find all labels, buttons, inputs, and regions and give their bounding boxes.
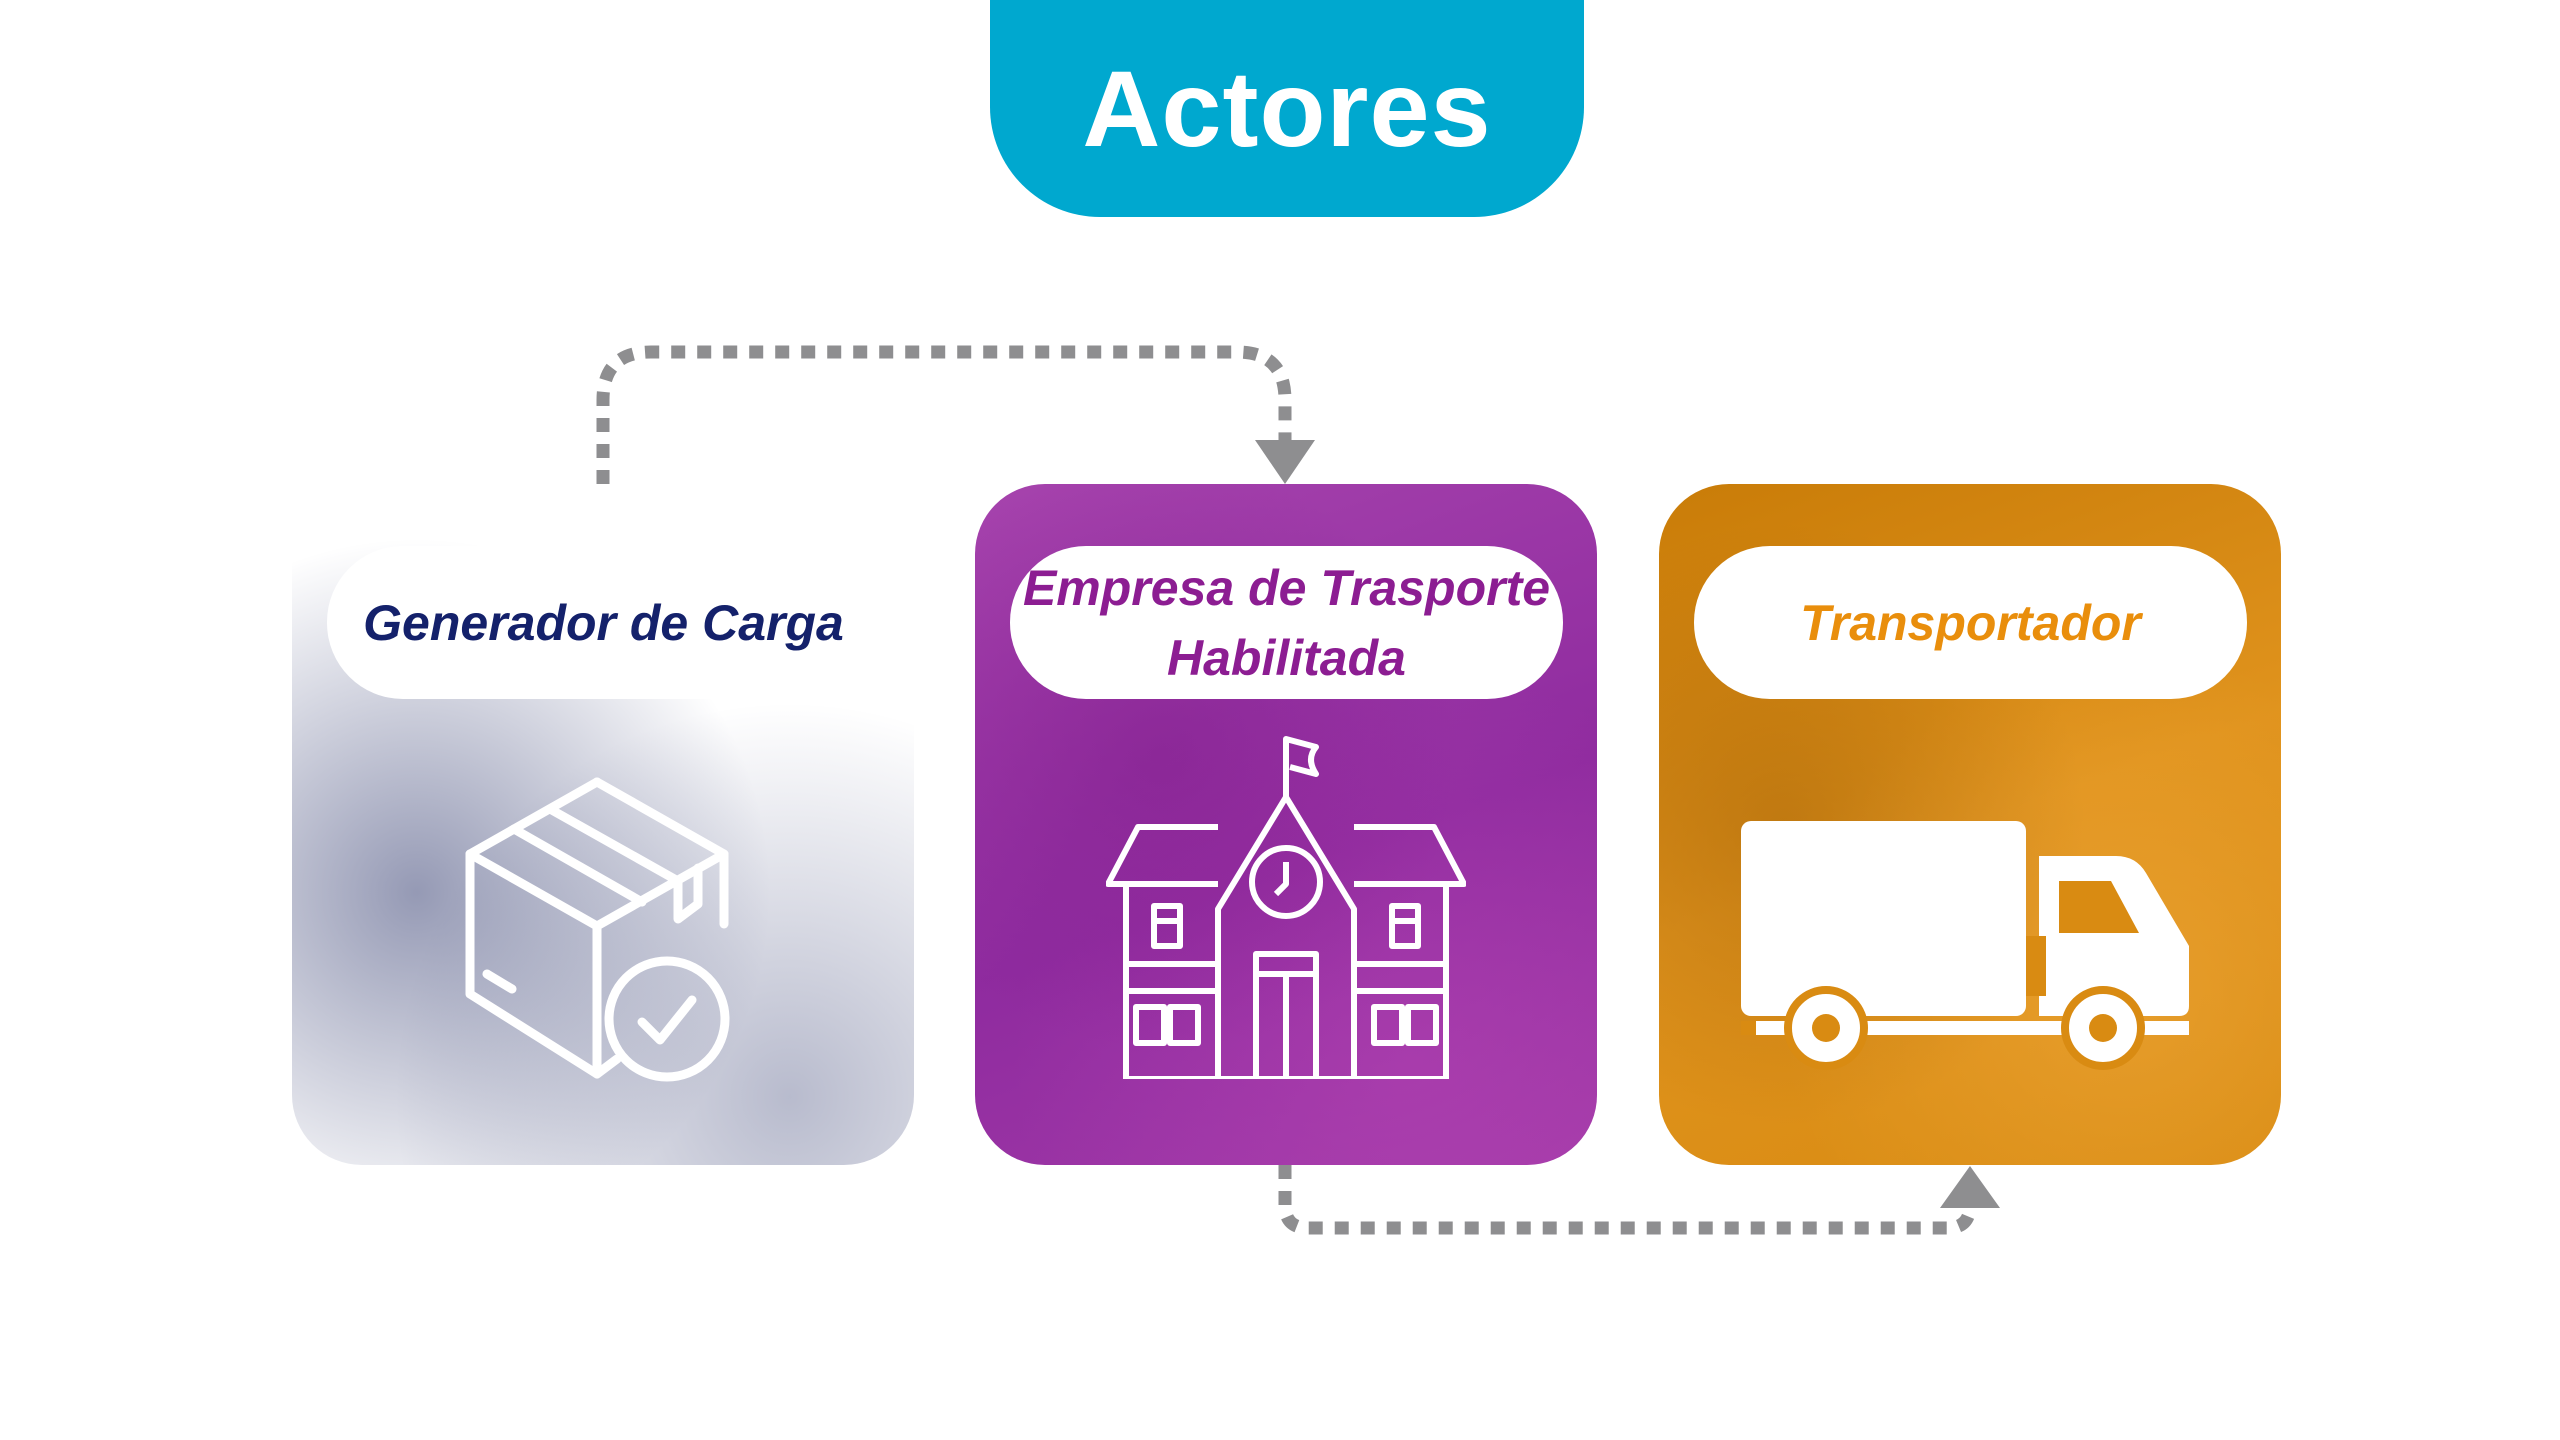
building-flag-clock-icon [1106, 736, 1466, 1079]
actor-label: Transportador [1800, 594, 2141, 651]
actor-label-line-2: Habilitada [1167, 629, 1406, 686]
actor-card-transportador: Transportador [1659, 484, 2281, 1165]
package-check-icon [465, 777, 730, 1082]
truck-icon [1741, 821, 2189, 1070]
arrow-up-icon [1940, 1166, 2000, 1208]
page-title: Actores [1082, 48, 1492, 169]
actor-card-empresa: Empresa de Trasporte Habilitada [975, 484, 1597, 1165]
actor-label-pill: Empresa de Trasporte Habilitada [1010, 546, 1563, 699]
actor-label-pill: Transportador [1694, 546, 2247, 699]
actor-label-pill: Generador de Carga [327, 546, 880, 699]
actor-label-line-1: Empresa de Trasporte [1022, 559, 1551, 616]
connector-generator-to-company [596, 345, 1292, 484]
connector-company-to-transporter [1278, 1165, 1977, 1235]
actor-label: Generador de Carga [363, 594, 844, 651]
title-banner: Actores [990, 0, 1584, 217]
arrow-down-icon [1255, 440, 1315, 484]
actor-card-generador: Generador de Carga [292, 484, 914, 1165]
